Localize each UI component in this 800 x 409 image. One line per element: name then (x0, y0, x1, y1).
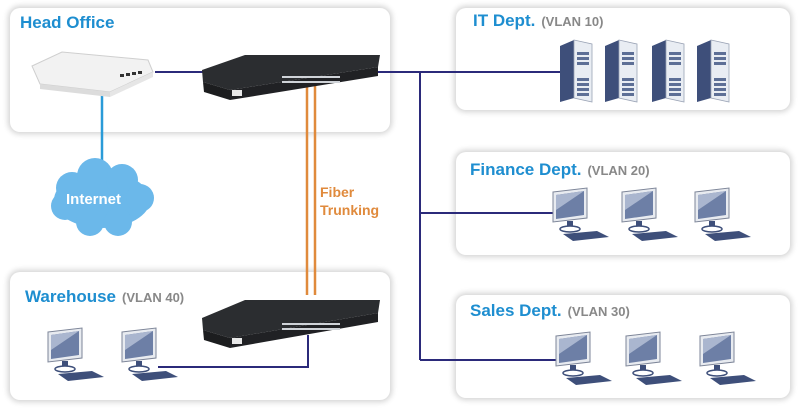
sales-pc-icon (699, 331, 756, 385)
sales-pc-icon (555, 331, 612, 385)
finance-dept-title: Finance Dept. (VLAN 20) (470, 160, 650, 180)
sales-dept-name: Sales Dept. (470, 301, 562, 320)
fiber-trunking-label: Fiber Trunking (320, 183, 379, 219)
finance-dept-name: Finance Dept. (470, 160, 582, 179)
router-icon (31, 51, 154, 97)
it-dept-title: IT Dept. (VLAN 10) (473, 11, 603, 31)
warehouse-switch-icon (202, 300, 380, 348)
it-server-icon (652, 39, 685, 103)
internet-cloud-icon (51, 158, 154, 236)
head-office-title: Head Office (20, 13, 115, 32)
warehouse-title: Warehouse (VLAN 40) (25, 287, 184, 307)
sales-dept-title: Sales Dept. (VLAN 30) (470, 301, 630, 321)
sales-dept-vlan: (VLAN 30) (567, 304, 630, 319)
head-office-switch-icon (202, 55, 380, 100)
sales-pc-icon (625, 331, 682, 385)
internet-label: Internet (66, 191, 122, 208)
warehouse-name: Warehouse (25, 287, 117, 306)
warehouse-vlan: (VLAN 40) (122, 290, 185, 305)
finance-pc-icon (621, 187, 678, 241)
warehouse-link (158, 335, 309, 368)
finance-pc-icon (694, 187, 751, 241)
it-dept-vlan: (VLAN 10) (541, 14, 604, 29)
warehouse-pc-icon (47, 327, 104, 381)
it-server-icon (560, 39, 593, 103)
fiber-label-line1: Fiber (320, 184, 355, 200)
it-dept-name: IT Dept. (473, 11, 536, 30)
fiber-label-line2: Trunking (320, 202, 380, 218)
warehouse-pc-icon (121, 327, 178, 381)
it-server-icon (697, 39, 730, 103)
finance-dept-vlan: (VLAN 20) (587, 163, 650, 178)
it-server-icon (605, 39, 638, 103)
finance-pc-icon (552, 187, 609, 241)
